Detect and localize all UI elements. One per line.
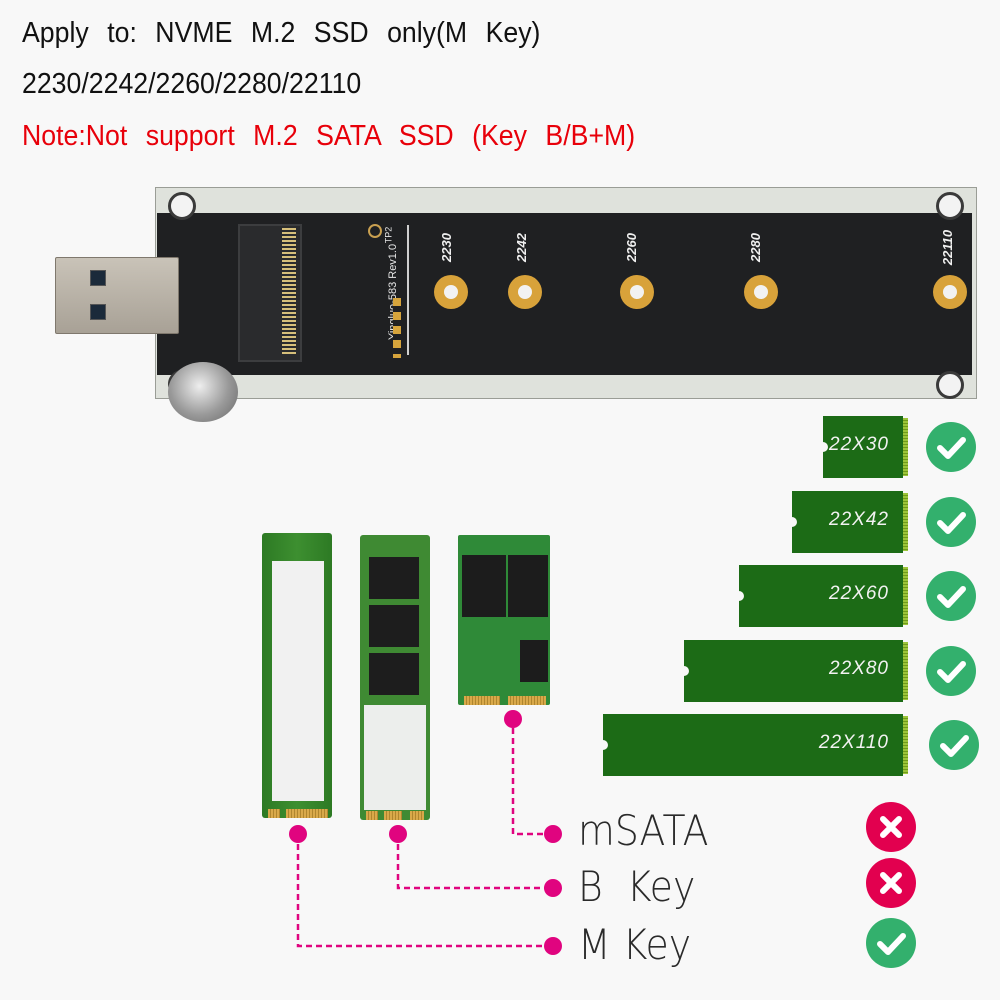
- ssd-label: [272, 561, 324, 801]
- ssd-size-card-22x80: 22X80: [679, 640, 908, 702]
- bkey-connector-line: [396, 834, 545, 890]
- gold-contacts: [903, 642, 908, 700]
- msata-ssd-image: [458, 535, 550, 705]
- screw-notch: [734, 591, 744, 601]
- key-label-m-key: M Key: [578, 920, 692, 969]
- gold-contacts: [508, 696, 546, 705]
- screw-notch: [679, 666, 689, 676]
- silkscreen-divider: [407, 225, 409, 355]
- ssd-size-card-22x60: 22X60: [734, 565, 908, 627]
- screw-notch: [818, 442, 828, 452]
- check-icon: [926, 422, 976, 472]
- standoff-2242[interactable]: [508, 275, 542, 309]
- size-label: 22X80: [829, 658, 889, 679]
- standoff-22110[interactable]: [933, 275, 967, 309]
- gold-contacts: [903, 716, 908, 774]
- ssd-size-card-22x42: 22X42: [787, 491, 908, 553]
- check-icon: [926, 497, 976, 547]
- check-icon: [929, 720, 979, 770]
- usb-slot: [90, 270, 106, 286]
- ssd-size-card-22x110: 22X110: [598, 714, 908, 776]
- usb-a-plug: [55, 257, 179, 334]
- nand-chip: [369, 557, 419, 599]
- size-label: 22X60: [829, 583, 889, 604]
- size-label: 22X42: [829, 509, 889, 530]
- ssd-label: [364, 705, 426, 810]
- bkey-label-dot: [544, 879, 562, 897]
- key-label-b-key: B Key: [578, 862, 696, 911]
- check-icon: [926, 646, 976, 696]
- check-icon: [926, 571, 976, 621]
- standoff-label-2242: 2242: [513, 233, 529, 262]
- gold-contacts: [903, 418, 908, 476]
- size-label: 22X30: [829, 434, 889, 455]
- size-label: 22X110: [818, 732, 889, 753]
- standoff-2260[interactable]: [620, 275, 654, 309]
- standoff-2230[interactable]: [434, 275, 468, 309]
- nand-chip: [369, 653, 419, 695]
- m2-connector-pins: [282, 228, 296, 354]
- gold-contacts: [464, 696, 500, 705]
- msata-marker-dot: [504, 710, 522, 728]
- b-key-ssd-image: [360, 535, 430, 820]
- gold-contacts: [268, 809, 280, 818]
- supported-lengths-text: 2230/2242/2260/2280/22110: [22, 68, 362, 100]
- standoff-label-2230: 2230: [438, 233, 454, 262]
- gold-contacts: [384, 811, 402, 820]
- tp-label: TP2: [383, 226, 394, 244]
- screw-notch: [598, 740, 608, 750]
- header-pads: [393, 298, 401, 358]
- usb-slot: [90, 304, 106, 320]
- mount-hole: [936, 371, 964, 399]
- mkey-marker-dot: [289, 825, 307, 843]
- cross-icon: [866, 858, 916, 908]
- check-icon: [866, 918, 916, 968]
- nand-chip: [508, 555, 548, 617]
- standoff-label-2260: 2260: [623, 233, 639, 262]
- msata-connector-line: [511, 718, 545, 836]
- toggle-switch[interactable]: [168, 362, 238, 422]
- bkey-marker-dot: [389, 825, 407, 843]
- cross-icon: [866, 802, 916, 852]
- ssd-size-card-22x30: 22X30: [818, 416, 908, 478]
- gold-contacts: [903, 493, 908, 551]
- mkey-label-dot: [544, 937, 562, 955]
- test-point: [368, 224, 382, 238]
- controller-chip: [520, 640, 548, 682]
- standoff-label-2280: 2280: [747, 233, 763, 262]
- standoff-label-22110: 22110: [940, 229, 956, 266]
- gold-contacts: [286, 809, 328, 818]
- key-label-msata: mSATA: [578, 806, 709, 855]
- msata-label-dot: [544, 825, 562, 843]
- gold-contacts: [366, 811, 378, 820]
- apply-to-text: Apply to: NVME M.2 SSD only(M Key): [22, 17, 541, 49]
- mkey-connector-line: [296, 834, 545, 948]
- standoff-2280[interactable]: [744, 275, 778, 309]
- screw-notch: [787, 517, 797, 527]
- nand-chip: [369, 605, 419, 647]
- m-key-ssd-image: [262, 533, 332, 818]
- mount-hole: [168, 192, 196, 220]
- nand-chip: [462, 555, 506, 617]
- gold-contacts: [410, 811, 424, 820]
- sata-not-supported-note: Note:Not support M.2 SATA SSD (Key B/B+M…: [22, 120, 636, 152]
- gold-contacts: [903, 567, 908, 625]
- mount-hole: [936, 192, 964, 220]
